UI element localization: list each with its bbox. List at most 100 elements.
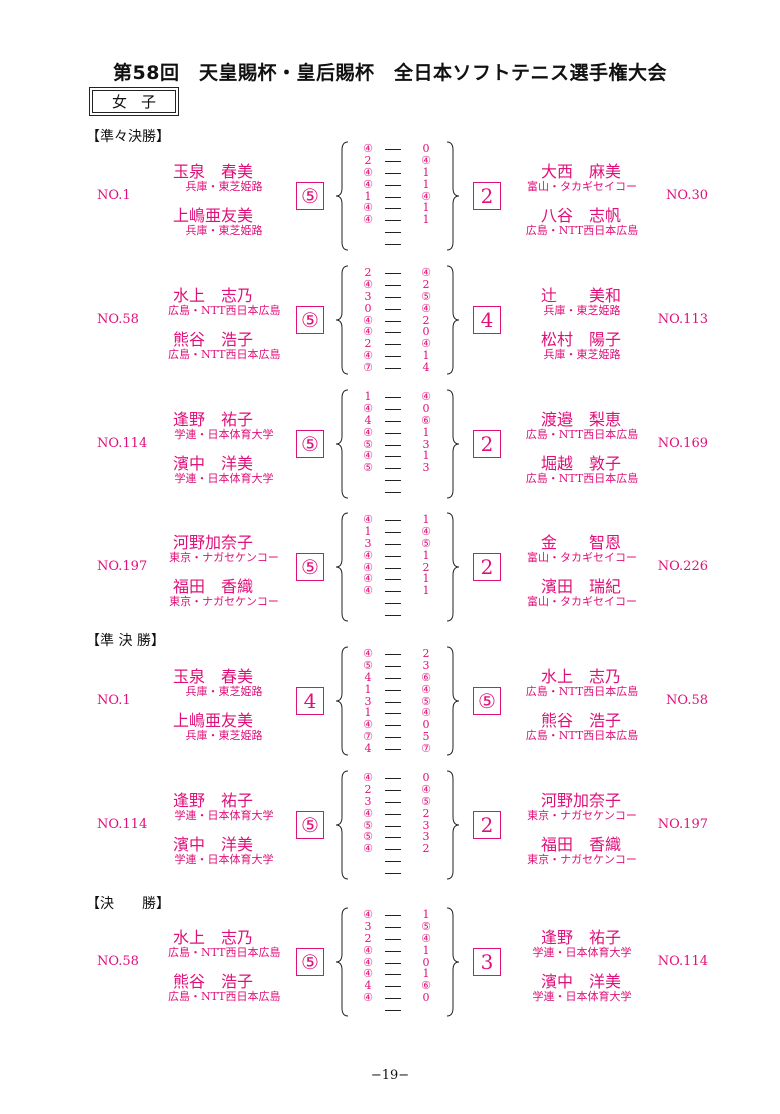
left-player-1-affiliation: 兵庫・東芝姫路 [185,180,263,193]
right-game-score: 0 [422,771,430,784]
score-dash [385,296,401,298]
right-game-score: 0 [422,991,430,1005]
right-game-score: 0 [422,955,430,969]
score-dash [385,926,401,928]
score-dash [385,962,401,964]
score-dash [385,492,401,494]
left-player-2-name: 熊谷 浩子 [173,972,254,991]
left-game-score: 1 [364,390,372,403]
left-game-score: ④ [363,943,373,957]
score-dash [385,778,401,779]
left-games-won: ⑤ [296,553,324,581]
right-player-1-affiliation: 富山・タカギセイコー [527,551,637,564]
left-game-score: ④ [363,842,373,856]
score-dash [385,397,401,398]
right-game-score: 0 [422,325,430,339]
right-games-won: 3 [473,948,501,976]
score-dash [385,273,401,274]
left-game-score: ⑤ [363,818,373,832]
right-player-2-name: 濱中 洋美 [541,972,622,991]
right-pair-number: NO.226 [657,559,708,574]
left-brace [335,907,349,1017]
score-dash [385,220,401,222]
score-dash [385,737,401,739]
left-player-1-name: 逢野 祐子 [173,791,254,810]
right-games-won: 4 [473,306,501,334]
right-game-score: ⑥ [421,670,431,684]
score-dash [385,172,401,174]
left-player-1-affiliation: 東京・ナガセケンコー [169,551,279,564]
left-game-score: 4 [364,979,372,993]
right-game-score: ④ [421,153,431,167]
left-game-score: ④ [363,908,373,921]
right-player-2-name: 堀越 敦子 [541,454,622,473]
right-player-2-affiliation: 広島・NTT西日本広島 [525,472,639,485]
left-pair-number: NO.58 [97,312,139,327]
right-player-2-affiliation: 兵庫・東芝姫路 [543,348,621,361]
left-game-score: ④ [363,325,373,339]
right-game-score: 1 [422,201,430,215]
right-game-score: 1 [422,513,430,526]
right-player-1-name: 水上 志乃 [541,667,622,686]
left-player-2-affiliation: 東京・ナガセケンコー [169,595,279,608]
left-game-score: ④ [363,142,373,155]
left-player-1-name: 逢野 祐子 [173,410,254,429]
right-player-1-name: 大西 麻美 [541,162,622,181]
score-dash [385,432,401,434]
right-player-2-name: 松村 陽子 [541,330,622,349]
left-player-2-name: 上嶋亜友美 [173,711,254,730]
right-player-1-name: 辻 美和 [541,286,622,305]
right-game-score: ⑦ [421,742,431,756]
right-player-1-name: 金 智恩 [541,533,622,552]
left-game-score: ④ [363,449,373,463]
score-dash [385,320,401,322]
left-brace [335,770,349,880]
score-dash [385,950,401,952]
right-game-score: ⑤ [421,794,431,808]
left-pair-number: NO.1 [97,693,131,708]
score-dash [385,713,401,715]
left-player-2-name: 濱中 洋美 [173,835,254,854]
right-game-score: 2 [422,842,430,856]
right-pair-number: NO.30 [666,188,708,203]
right-pair-number: NO.114 [657,954,708,969]
left-brace [335,646,349,756]
right-game-score: ④ [421,524,431,538]
right-pair-number: NO.197 [657,817,708,832]
right-game-score: 1 [422,548,430,562]
left-game-score: 3 [364,289,372,303]
right-game-score: 1 [422,425,430,439]
right-game-score: 5 [422,730,430,744]
right-player-2-name: 熊谷 浩子 [541,711,622,730]
left-game-score: ④ [363,313,373,327]
right-player-1-affiliation: 広島・NTT西日本広島 [525,685,639,698]
left-player-1-name: 玉泉 春美 [173,667,254,686]
score-dash [385,456,401,458]
left-game-score: 2 [364,337,372,351]
score-dash [385,861,401,863]
right-player-2-name: 福田 香織 [541,835,622,854]
left-game-score: ④ [363,201,373,215]
left-player-1-name: 水上 志乃 [173,928,254,947]
left-brace [335,141,349,251]
